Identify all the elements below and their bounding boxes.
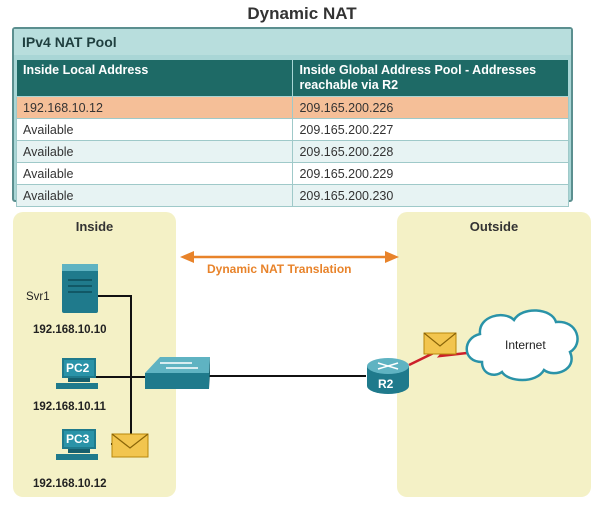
table-cell: Available bbox=[15, 162, 294, 185]
pc2-ip: 192.168.10.11 bbox=[33, 401, 106, 413]
table-cell: 192.168.10.12 bbox=[15, 96, 294, 119]
internet-cloud-icon bbox=[465, 309, 579, 382]
pc-icon bbox=[56, 358, 98, 389]
envelope-icon bbox=[423, 332, 457, 355]
table-cell: Available bbox=[15, 140, 294, 163]
column-header-inside-global: Inside Global Address Pool - Addresses r… bbox=[292, 59, 569, 97]
inside-zone bbox=[13, 212, 176, 497]
pc3-label: PC3 bbox=[66, 432, 90, 446]
nat-pool-panel: IPv4 NAT Pool Inside Local Address Insid… bbox=[12, 27, 573, 207]
translation-arrow bbox=[180, 251, 399, 263]
outside-label: Outside bbox=[469, 219, 519, 234]
translation-label: Dynamic NAT Translation bbox=[207, 262, 352, 276]
table-header-row: Inside Local Address Inside Global Addre… bbox=[15, 59, 569, 97]
pc-icon bbox=[56, 429, 98, 460]
table-row: Available 209.165.200.229 bbox=[15, 162, 569, 185]
server-icon bbox=[62, 264, 98, 313]
envelope-icon bbox=[111, 433, 149, 458]
table-row: Available 209.165.200.228 bbox=[15, 140, 569, 163]
table-row: 192.168.10.12 209.165.200.226 bbox=[15, 96, 569, 119]
table-cell: 209.165.200.227 bbox=[292, 118, 569, 141]
table-cell: 209.165.200.228 bbox=[292, 140, 569, 163]
switch-icon bbox=[145, 357, 210, 389]
table-row: Available 209.165.200.227 bbox=[15, 118, 569, 141]
inside-label: Inside bbox=[75, 219, 114, 234]
diagram-title: Dynamic NAT bbox=[247, 4, 357, 23]
pc3-ip: 192.168.10.12 bbox=[33, 478, 107, 490]
router-label: R2 bbox=[378, 377, 394, 391]
table-cell: Available bbox=[15, 118, 294, 141]
pc2-label: PC2 bbox=[66, 361, 90, 375]
column-header-inside-local: Inside Local Address bbox=[15, 59, 294, 97]
table-cell: 209.165.200.230 bbox=[292, 184, 569, 207]
nat-pool-table: Inside Local Address Inside Global Addre… bbox=[15, 59, 569, 207]
nat-pool-heading: IPv4 NAT Pool bbox=[14, 29, 571, 55]
router-icon bbox=[367, 358, 409, 394]
table-row: Available 209.165.200.230 bbox=[15, 184, 569, 207]
internet-label: Internet bbox=[505, 338, 546, 352]
table-cell: 209.165.200.226 bbox=[292, 96, 569, 119]
svr1-label: Svr1 bbox=[26, 291, 50, 303]
table-cell: Available bbox=[15, 184, 294, 207]
svr1-ip: 192.168.10.10 bbox=[33, 324, 107, 336]
